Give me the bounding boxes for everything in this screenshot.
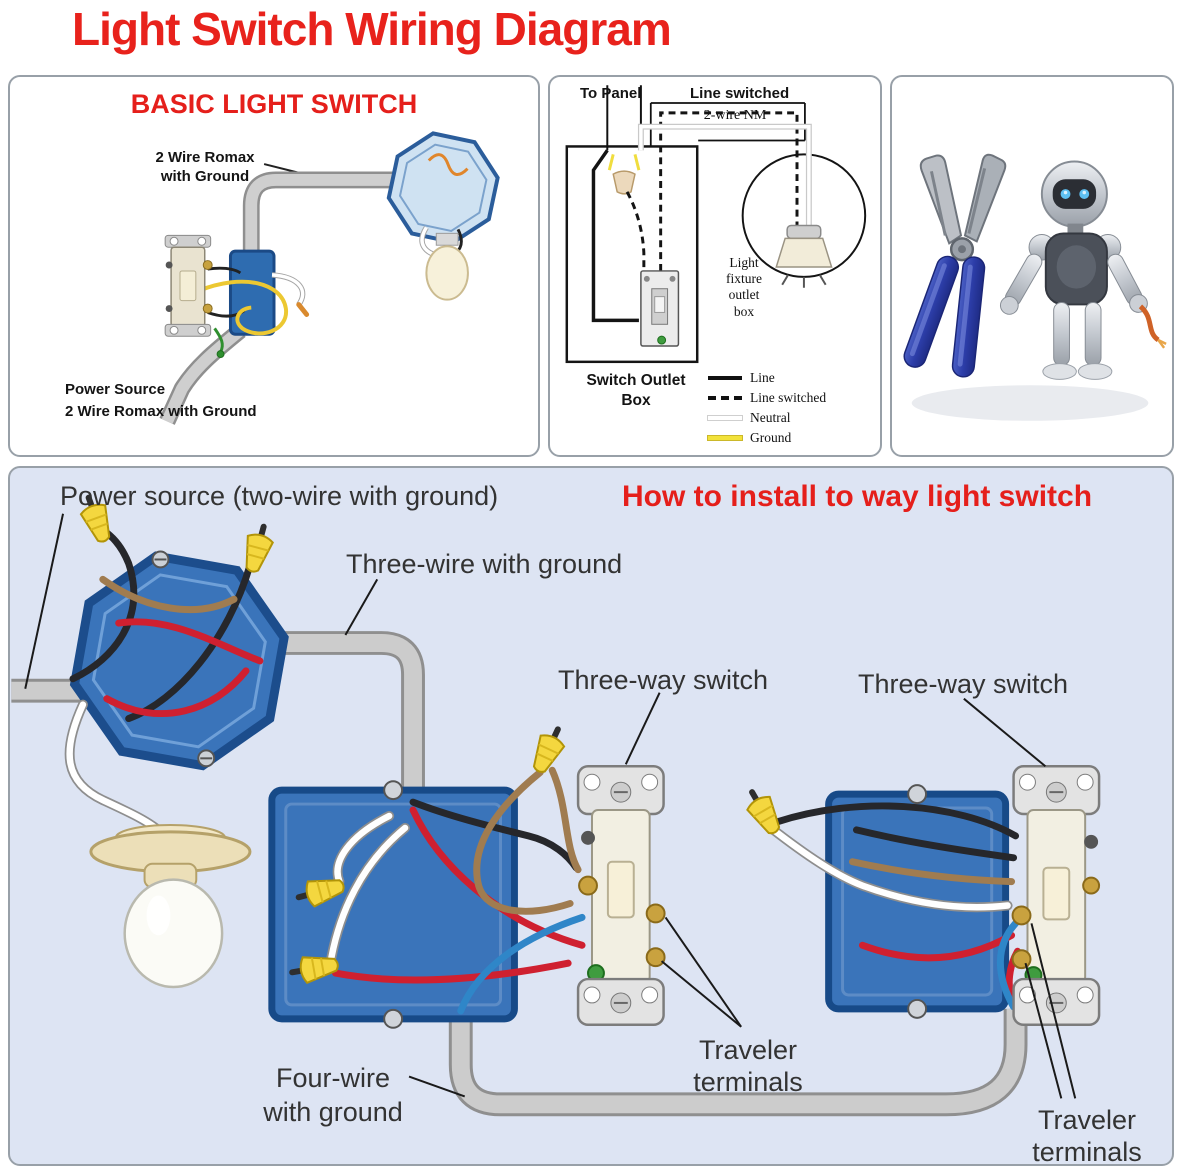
four-wire-conduit	[448, 1008, 1028, 1117]
light-bulb-icon	[425, 232, 469, 301]
light-fixture-box-icon	[386, 131, 500, 245]
neutral-wire	[639, 124, 811, 226]
basic-light-switch-panel: BASIC LIGHT SWITCH 2 Wire Romax with Gro…	[8, 75, 540, 457]
ceiling-lamp-icon	[89, 823, 252, 989]
light-fixture-outlet-box-label: Light fixture outlet box	[726, 255, 762, 319]
two-wire-nm-label: 2-wire NM	[703, 108, 767, 123]
leader-lines	[24, 513, 1077, 1099]
switch-outlet-schematic	[565, 85, 867, 364]
basic-light-switch-diagram	[159, 131, 500, 425]
switch-device-icon	[640, 270, 680, 347]
three-way-switch-label-2: Three-way switch	[858, 669, 1069, 699]
three-wire-label: Three-wire with ground	[346, 549, 623, 579]
neutral-wire	[271, 273, 305, 306]
romax-top-label: 2 Wire Romax with Ground	[155, 149, 255, 185]
traveler-terminals-label-1: Traveler terminals	[693, 1035, 803, 1098]
power-source-cable	[159, 323, 246, 425]
wire-nut-icon	[527, 724, 570, 777]
power-source-two-wire-label: Power source (two-wire with ground)	[60, 481, 499, 511]
page-title: Light Switch Wiring Diagram	[72, 3, 672, 55]
toggle-switch-icon	[164, 234, 213, 337]
line-switched-sample	[708, 396, 742, 400]
robot-icon	[999, 160, 1167, 380]
ground-wire	[198, 279, 288, 336]
three-way-switch-label-1: Three-way switch	[558, 665, 769, 695]
power-source-label: Power Source 2 Wire Romax with Ground	[65, 381, 257, 420]
three-wire-conduit	[261, 631, 425, 797]
three-way-install-panel: How to install to way light switch Power…	[8, 466, 1174, 1166]
basic-panel-title: BASIC LIGHT SWITCH	[130, 89, 418, 119]
wire-nut-icon	[239, 523, 276, 574]
switch-outlet-box-label: Switch Outlet Box	[586, 372, 686, 410]
legend-row-ground: Ground	[708, 430, 826, 446]
ground-sample	[708, 436, 742, 440]
pliers-robot-illustration	[903, 153, 1167, 421]
tools-photo-panel	[890, 75, 1174, 457]
lamp-holder-icon	[775, 224, 833, 288]
line-sample	[708, 376, 742, 380]
legend-row-line-switched: Line switched	[708, 390, 826, 406]
three-way-wiring-diagram	[11, 468, 1101, 1117]
wire-legend: Line Line switched Neutral Ground	[708, 370, 826, 446]
to-panel-label: To Panel	[580, 85, 642, 102]
pliers-icon	[903, 153, 1007, 378]
romax-cable	[242, 171, 403, 262]
legend-row-neutral: Neutral	[708, 410, 826, 426]
three-way-switch-2-icon	[1011, 765, 1101, 1027]
neutral-sample	[708, 416, 742, 420]
howto-title: How to install to way light switch	[622, 480, 1093, 513]
line-switched-label: Line switched	[690, 85, 790, 102]
wire-connector-icon	[612, 170, 636, 195]
traveler-terminals-label-2: Traveler terminals	[1032, 1105, 1142, 1166]
legend-row-line: Line	[708, 370, 826, 386]
light-fixture-outlet-circle	[741, 153, 867, 278]
switch-outlet-schematic-panel: To Panel Line switched 2-wire NM Light f…	[548, 75, 882, 457]
four-wire-label: Four-wire with ground	[263, 1063, 403, 1127]
three-way-switch-1-icon	[576, 765, 666, 1027]
line-wire	[591, 149, 639, 323]
